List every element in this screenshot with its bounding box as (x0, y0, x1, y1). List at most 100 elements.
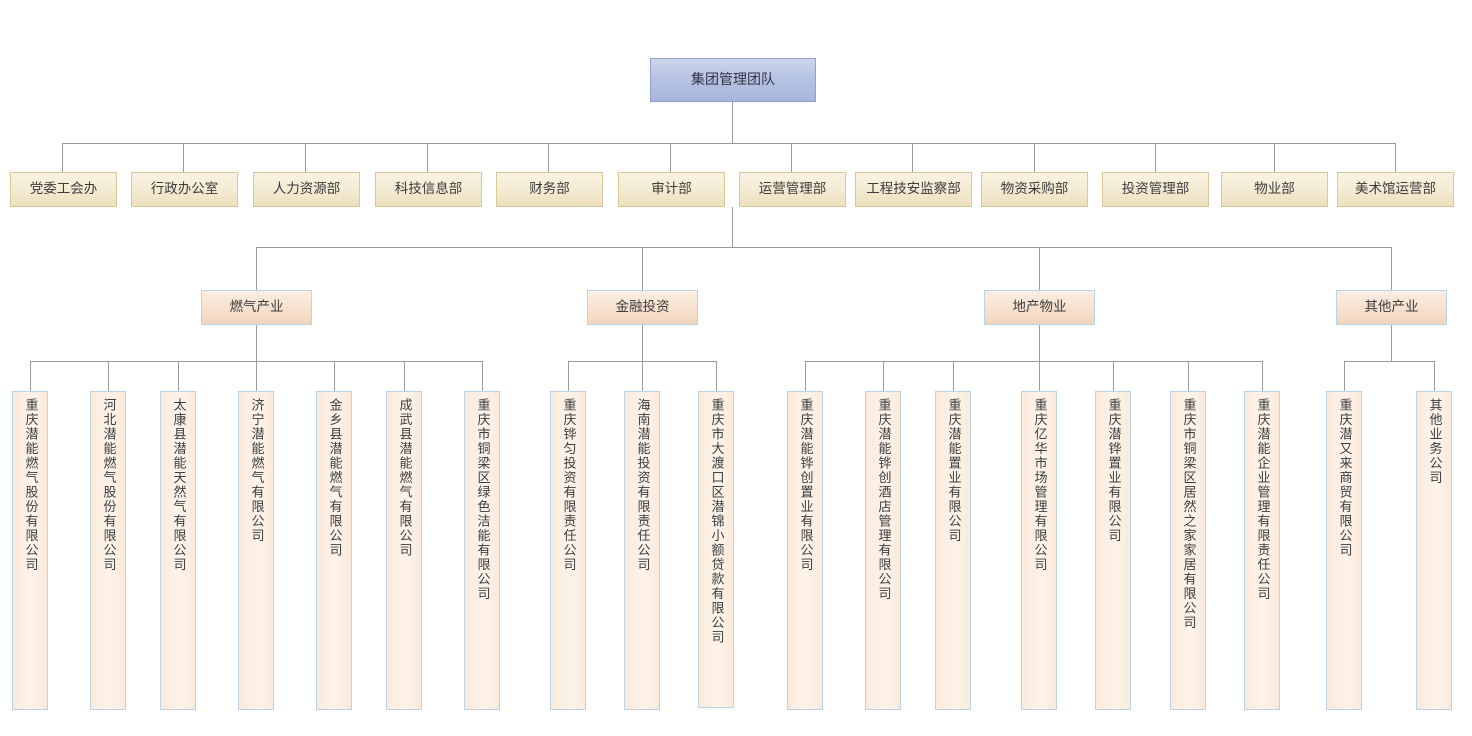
connector-sub-drop (334, 361, 335, 391)
node-department-label: 美术馆运营部 (1355, 180, 1436, 197)
node-department-7[interactable]: 工程技安监察部 (855, 172, 972, 207)
node-division-1[interactable]: 金融投资 (587, 290, 698, 325)
node-department-4[interactable]: 财务部 (496, 172, 603, 207)
node-subsidiary-3[interactable]: 济宁潜能燃气有限公司 (238, 391, 274, 710)
connector-sub-drop (108, 361, 109, 391)
node-department-10[interactable]: 物业部 (1221, 172, 1328, 207)
node-root[interactable]: 集团管理团队 (650, 58, 816, 102)
node-department-1[interactable]: 行政办公室 (131, 172, 238, 207)
connector-sub-drop (953, 361, 954, 391)
connector-dept-drop (427, 143, 428, 172)
node-department-label: 科技信息部 (394, 180, 463, 197)
connector-division-bus (256, 247, 1392, 248)
node-department-5[interactable]: 审计部 (618, 172, 725, 207)
node-subsidiary-12[interactable]: 重庆潜能置业有限公司 (935, 391, 971, 710)
connector-dept-drop (183, 143, 184, 172)
connector-sub-drop (1188, 361, 1189, 391)
connector-subsidiary-bus-other (1344, 361, 1434, 362)
connector-dept-drop (1034, 143, 1035, 172)
node-department-label: 投资管理部 (1121, 180, 1190, 197)
node-subsidiary-16[interactable]: 重庆潜能企业管理有限责任公司 (1244, 391, 1280, 710)
connector-division-drop (642, 247, 643, 290)
connector-sub-drop (805, 361, 806, 391)
node-department-2[interactable]: 人力资源部 (253, 172, 360, 207)
node-subsidiary-14[interactable]: 重庆潜铧置业有限公司 (1095, 391, 1131, 710)
node-subsidiary-label: 海南潜能投资有限责任公司 (634, 398, 650, 572)
node-department-label: 物业部 (1254, 180, 1295, 197)
node-division-label: 燃气产业 (229, 298, 284, 315)
node-subsidiary-10[interactable]: 重庆潜能铧创置业有限公司 (787, 391, 823, 710)
connector-division1-down (642, 325, 643, 361)
connector-dept-drop (1155, 143, 1156, 172)
node-division-0[interactable]: 燃气产业 (201, 290, 312, 325)
connector-sub-drop (256, 361, 257, 391)
node-subsidiary-label: 重庆市铜梁区居然之家家居有限公司 (1180, 398, 1196, 630)
node-department-8[interactable]: 物资采购部 (981, 172, 1088, 207)
node-department-label: 人力资源部 (272, 180, 341, 197)
connector-sub-drop (1434, 361, 1435, 391)
node-subsidiary-18[interactable]: 其他业务公司 (1416, 391, 1452, 710)
node-subsidiary-8[interactable]: 海南潜能投资有限责任公司 (624, 391, 660, 710)
connector-dept-drop (670, 143, 671, 172)
node-subsidiary-label: 重庆亿华市场管理有限公司 (1031, 398, 1047, 572)
connector-division0-down (256, 325, 257, 361)
connector-division2-down (1039, 325, 1040, 361)
node-subsidiary-label: 重庆潜能企业管理有限责任公司 (1254, 398, 1270, 601)
node-subsidiary-label: 重庆潜能铧创置业有限公司 (797, 398, 813, 572)
node-department-label: 审计部 (651, 180, 692, 197)
connector-subsidiary-bus-property (805, 361, 1262, 362)
node-subsidiary-0[interactable]: 重庆潜能燃气股份有限公司 (12, 391, 48, 710)
connector-sub-drop (482, 361, 483, 391)
connector-dept-drop (1274, 143, 1275, 172)
node-subsidiary-label: 重庆潜能燃气股份有限公司 (22, 398, 38, 572)
node-department-label: 财务部 (529, 180, 570, 197)
node-subsidiary-5[interactable]: 成武县潜能燃气有限公司 (386, 391, 422, 710)
node-subsidiary-1[interactable]: 河北潜能燃气股份有限公司 (90, 391, 126, 710)
connector-dept-drop (62, 143, 63, 172)
connector-sub-drop (716, 361, 717, 391)
node-subsidiary-9[interactable]: 重庆市大渡口区潜锦小额贷款有限公司 (698, 391, 734, 708)
connector-sub-drop (642, 361, 643, 391)
node-division-label: 其他产业 (1364, 298, 1419, 315)
node-subsidiary-13[interactable]: 重庆亿华市场管理有限公司 (1021, 391, 1057, 710)
node-subsidiary-label: 重庆市大渡口区潜锦小额贷款有限公司 (708, 398, 724, 645)
node-subsidiary-11[interactable]: 重庆潜能铧创酒店管理有限公司 (865, 391, 901, 710)
node-department-3[interactable]: 科技信息部 (375, 172, 482, 207)
node-subsidiary-label: 济宁潜能燃气有限公司 (248, 398, 264, 543)
node-subsidiary-label: 重庆潜能铧创酒店管理有限公司 (875, 398, 891, 601)
node-subsidiary-label: 重庆潜又来商贸有限公司 (1336, 398, 1352, 558)
connector-sub-drop (1113, 361, 1114, 391)
connector-dept-drop (912, 143, 913, 172)
connector-sub-drop (30, 361, 31, 391)
node-subsidiary-2[interactable]: 太康县潜能天然气有限公司 (160, 391, 196, 710)
node-subsidiary-7[interactable]: 重庆铧匀投资有限责任公司 (550, 391, 586, 710)
node-department-9[interactable]: 投资管理部 (1102, 172, 1209, 207)
connector-sub-drop (568, 361, 569, 391)
connector-division-drop (256, 247, 257, 290)
connector-sub-drop (1039, 361, 1040, 391)
node-subsidiary-4[interactable]: 金乡县潜能燃气有限公司 (316, 391, 352, 710)
node-subsidiary-label: 成武县潜能燃气有限公司 (396, 398, 412, 558)
node-subsidiary-6[interactable]: 重庆市铜梁区绿色洁能有限公司 (464, 391, 500, 710)
connector-root-down (732, 102, 733, 143)
node-department-0[interactable]: 党委工会办 (10, 172, 117, 207)
node-division-label: 地产物业 (1012, 298, 1067, 315)
node-division-label: 金融投资 (615, 298, 670, 315)
node-subsidiary-label: 重庆潜能置业有限公司 (945, 398, 961, 543)
connector-sub-drop (883, 361, 884, 391)
node-subsidiary-17[interactable]: 重庆潜又来商贸有限公司 (1326, 391, 1362, 710)
connector-division-drop (1391, 247, 1392, 290)
node-subsidiary-15[interactable]: 重庆市铜梁区居然之家家居有限公司 (1170, 391, 1206, 710)
node-division-3[interactable]: 其他产业 (1336, 290, 1447, 325)
node-root-label: 集团管理团队 (691, 71, 775, 88)
node-subsidiary-label: 重庆市铜梁区绿色洁能有限公司 (474, 398, 490, 601)
node-division-2[interactable]: 地产物业 (984, 290, 1095, 325)
node-department-label: 运营管理部 (758, 180, 827, 197)
node-department-11[interactable]: 美术馆运营部 (1337, 172, 1454, 207)
node-department-6[interactable]: 运营管理部 (739, 172, 846, 207)
connector-dept-drop (548, 143, 549, 172)
connector-dept-drop (791, 143, 792, 172)
connector-department-bus (62, 143, 1395, 144)
connector-sub-drop (1262, 361, 1263, 391)
connector-sub-drop (404, 361, 405, 391)
